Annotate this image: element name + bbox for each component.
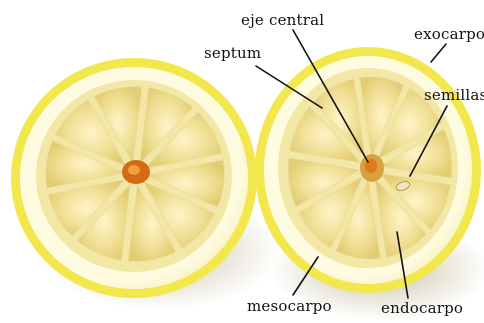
left-lemon-half — [11, 58, 257, 298]
pointer-exocarpo — [431, 44, 446, 62]
label-endocarpo: endocarpo — [381, 301, 463, 316]
label-mesocarpo: mesocarpo — [247, 299, 332, 314]
label-semillas: semillas — [424, 88, 484, 103]
label-exocarpo: exocarpo — [414, 27, 484, 42]
right-lemon-half — [255, 47, 481, 293]
label-septum: septum — [204, 46, 261, 61]
label-eje-central: eje central — [241, 13, 324, 28]
left-core-highlight — [128, 165, 140, 175]
